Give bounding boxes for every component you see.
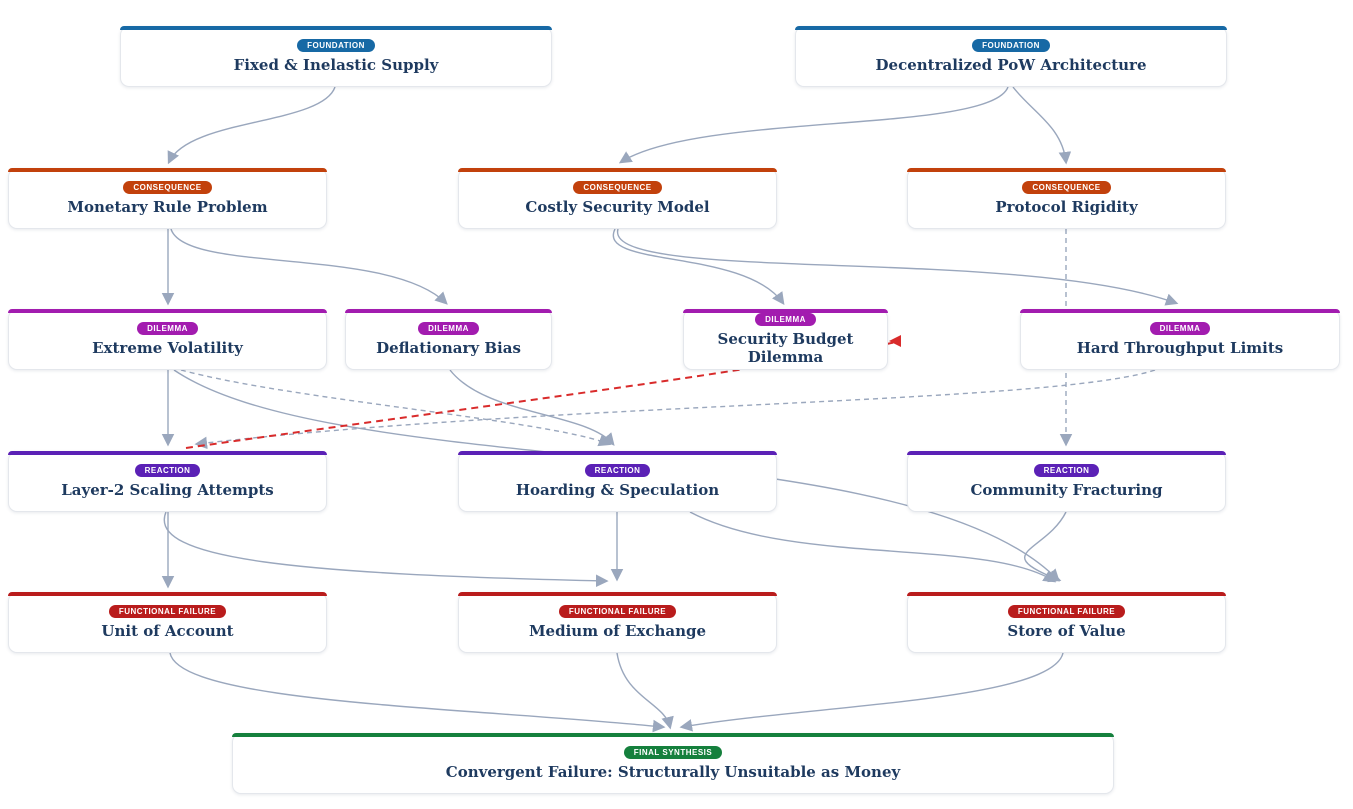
- node-category-color-bar: [458, 168, 777, 172]
- node-hard-throughput[interactable]: DILEMMA Hard Throughput Limits: [1020, 309, 1340, 370]
- node-category-color-bar: [232, 733, 1114, 737]
- node-title: Convergent Failure: Structurally Unsuita…: [445, 762, 901, 781]
- edge-deflationary-bias-to-hoarding: [449, 369, 615, 446]
- node-title: Hard Throughput Limits: [1076, 338, 1284, 357]
- node-category-color-bar: [458, 451, 777, 455]
- node-costly-security[interactable]: CONSEQUENCE Costly Security Model: [458, 168, 777, 229]
- node-category-badge: DILEMMA: [137, 321, 198, 335]
- node-layer2[interactable]: REACTION Layer-2 Scaling Attempts: [8, 451, 327, 512]
- node-title: Fixed & Inelastic Supply: [233, 55, 439, 74]
- node-category-badge: DILEMMA: [418, 321, 479, 335]
- node-community-fracturing[interactable]: REACTION Community Fracturing: [907, 451, 1226, 512]
- node-pow[interactable]: FOUNDATION Decentralized PoW Architecture: [795, 26, 1227, 87]
- node-category-color-bar: [8, 309, 327, 313]
- edge-hoarding-to-store-value: [689, 511, 1057, 583]
- node-category-color-bar: [345, 309, 552, 313]
- edge-pow-to-costly-security: [618, 86, 1009, 164]
- edge-fixed-supply-to-monetary-rule: [167, 86, 336, 165]
- node-protocol-rigidity[interactable]: CONSEQUENCE Protocol Rigidity: [907, 168, 1226, 229]
- node-category-color-bar: [8, 592, 327, 596]
- node-category-badge: DILEMMA: [755, 313, 816, 327]
- node-category-badge: CONSEQUENCE: [1022, 180, 1111, 194]
- edge-pow-to-protocol-rigidity: [1012, 86, 1072, 165]
- node-category-color-bar: [907, 168, 1226, 172]
- node-category-color-bar: [1020, 309, 1340, 313]
- node-category-color-bar: [458, 592, 777, 596]
- node-title: Decentralized PoW Architecture: [875, 55, 1147, 74]
- node-unit-account[interactable]: FUNCTIONAL FAILURE Unit of Account: [8, 592, 327, 653]
- edge-medium-exchange-to-final: [616, 652, 674, 730]
- node-title: Community Fracturing: [970, 480, 1163, 499]
- node-title: Security Budget Dilemma: [717, 330, 854, 366]
- node-category-color-bar: [795, 26, 1227, 30]
- node-category-color-bar: [907, 592, 1226, 596]
- node-title: Monetary Rule Problem: [67, 197, 268, 216]
- node-category-color-bar: [120, 26, 552, 30]
- node-medium-exchange[interactable]: FUNCTIONAL FAILURE Medium of Exchange: [458, 592, 777, 653]
- edge-unit-account-to-final: [169, 652, 666, 733]
- node-category-badge: CONSEQUENCE: [123, 180, 212, 194]
- node-category-badge: FUNCTIONAL FAILURE: [558, 604, 677, 618]
- node-title: Extreme Volatility: [92, 338, 243, 357]
- node-category-badge: FOUNDATION: [972, 38, 1050, 52]
- red-arrowhead-into-security-budget: [889, 335, 901, 347]
- edge-community-fracturing-to-store-value: [1024, 511, 1067, 583]
- edge-extreme-volatility-to-hoarding: [180, 369, 612, 447]
- edge-costly-security-to-hard-throughput: [617, 228, 1179, 306]
- node-title: Protocol Rigidity: [995, 197, 1138, 216]
- node-monetary-rule[interactable]: CONSEQUENCE Monetary Rule Problem: [8, 168, 327, 229]
- node-category-color-bar: [907, 451, 1226, 455]
- node-title: Layer-2 Scaling Attempts: [61, 480, 274, 499]
- node-category-color-bar: [8, 451, 327, 455]
- node-category-badge: FUNCTIONAL FAILURE: [1007, 604, 1126, 618]
- node-category-badge: DILEMMA: [1149, 321, 1211, 335]
- node-title: Medium of Exchange: [528, 621, 707, 640]
- node-title: Unit of Account: [101, 621, 234, 640]
- edge-hard-throughput-to-layer2: [194, 369, 1156, 450]
- node-category-badge: CONSEQUENCE: [573, 180, 662, 194]
- node-deflationary-bias[interactable]: DILEMMA Deflationary Bias: [345, 309, 552, 370]
- node-category-badge: FINAL SYNTHESIS: [623, 745, 723, 759]
- node-security-budget[interactable]: DILEMMA Security Budget Dilemma: [683, 309, 888, 370]
- node-store-value[interactable]: FUNCTIONAL FAILURE Store of Value: [907, 592, 1226, 653]
- node-category-color-bar: [8, 168, 327, 172]
- node-title: Store of Value: [1007, 621, 1126, 640]
- node-hoarding[interactable]: REACTION Hoarding & Speculation: [458, 451, 777, 512]
- node-category-badge: REACTION: [1033, 463, 1100, 477]
- node-extreme-volatility[interactable]: DILEMMA Extreme Volatility: [8, 309, 327, 370]
- node-category-badge: REACTION: [584, 463, 651, 477]
- edge-layer2-to-medium-exchange: [163, 511, 609, 588]
- node-title: Hoarding & Speculation: [515, 480, 720, 499]
- node-category-badge: FUNCTIONAL FAILURE: [108, 604, 227, 618]
- edge-store-value-to-final: [679, 652, 1064, 732]
- edge-costly-security-to-security-budget: [612, 228, 785, 306]
- node-final[interactable]: FINAL SYNTHESIS Convergent Failure: Struc…: [232, 733, 1114, 794]
- node-fixed-supply[interactable]: FOUNDATION Fixed & Inelastic Supply: [120, 26, 552, 87]
- node-category-color-bar: [683, 309, 888, 313]
- node-category-badge: FOUNDATION: [297, 38, 375, 52]
- edge-monetary-rule-to-deflationary-bias: [170, 228, 448, 305]
- node-title: Costly Security Model: [525, 197, 710, 216]
- node-category-badge: REACTION: [134, 463, 201, 477]
- node-title: Deflationary Bias: [376, 338, 521, 357]
